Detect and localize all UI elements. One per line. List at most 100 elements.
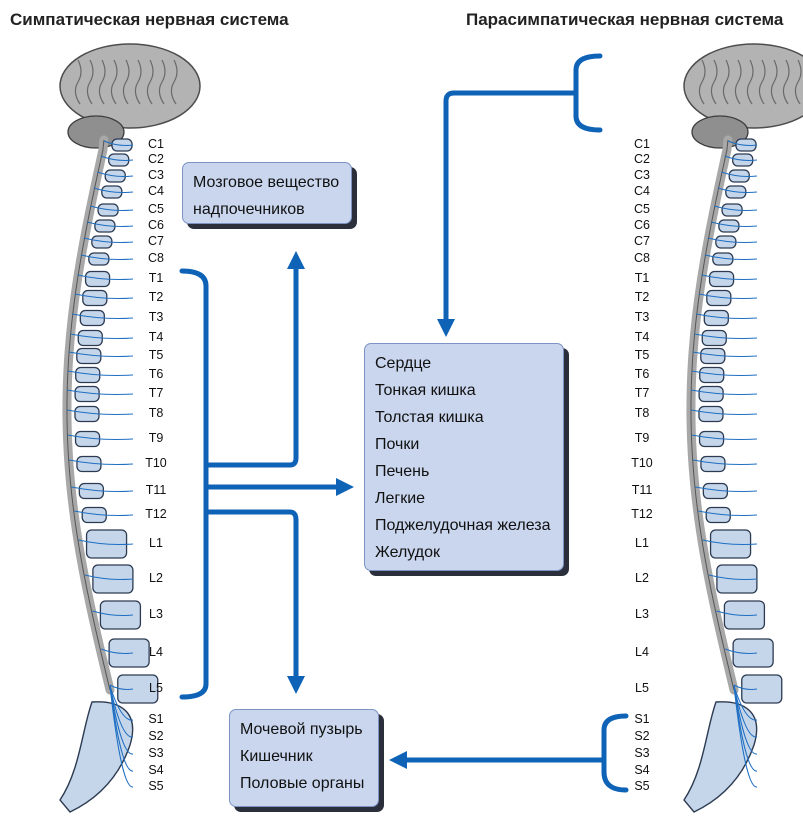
vertebra-label-t12: T12 [145,507,167,521]
brain-fold [110,59,118,105]
vertebra-label-c4: C4 [634,184,650,198]
vertebra-label-t7: T7 [634,386,650,400]
nerve-line [109,684,134,691]
nerve-line [716,610,758,617]
vertebra-label-t5: T5 [634,348,650,362]
arrow-cranial-to-organs [437,90,579,337]
brain-fold [782,59,790,105]
vertebra-label-c2: C2 [634,152,650,166]
brain-fold [710,59,718,105]
nerve-line [100,648,134,655]
pelvic-box: Мочевой пузырь Кишечник Половые органы [229,709,379,807]
nerve-line [727,140,758,147]
vertebra-label-c4: C4 [148,184,164,198]
nerve-line [83,237,134,244]
organ-item: Желудок [375,544,440,561]
vertebra-label-t11: T11 [631,483,653,497]
nerve-line [690,409,758,416]
nerve-line [701,274,758,281]
nerve-line [692,459,758,466]
nerve-line [70,333,134,340]
brain-fold [722,59,730,105]
vertebra-label-t2: T2 [634,290,650,304]
vertebra-label-c5: C5 [148,202,164,216]
nerve-line [92,610,134,617]
brain-fold [794,59,802,105]
vertebra-label-t12: T12 [631,507,653,521]
brain-fold [746,59,754,105]
title-sympathetic: Симпатическая нервная система [10,10,289,29]
organ-item: Толстая кишка [375,409,484,426]
nerve-line [696,313,758,320]
nerve-line [704,254,758,261]
vertebra-label-c1: C1 [148,137,164,151]
organ-item: Тонкая кишка [375,382,476,399]
vertebra-label-s1: S1 [148,712,164,726]
vertebra-label-t9: T9 [148,431,164,445]
nerve-line [698,293,758,300]
vertebra-label-c2: C2 [148,152,164,166]
adrenal-box: Мозговое вещество надпочечников [182,162,352,224]
brain-fold [98,59,106,105]
brain-icon [59,43,201,129]
nerve-line [89,205,134,212]
vertebra-label-l4: L4 [149,645,163,659]
organ-item: Сердце [375,355,432,372]
vertebra-label-s2: S2 [148,729,164,743]
vertebra-label-c6: C6 [634,218,650,232]
nerve-line [67,434,134,441]
brain-fold [146,59,154,105]
organ-item: Почки [375,436,420,453]
nerve-line [691,389,758,396]
cerebellum-icon [67,115,125,149]
vertebra-label-t1: T1 [148,271,164,285]
vertebra-label-t5: T5 [148,348,164,362]
vertebra-body [741,674,783,704]
vertebra-label-l1: L1 [149,536,163,550]
sacrum-icon [59,701,134,813]
nerve-line [733,684,758,691]
organ-item: Легкие [375,490,426,507]
nerve-line [67,370,134,377]
nerve-line [78,539,134,546]
nerve-line [80,254,134,261]
nerve-line [68,459,134,466]
pelvic-item: Половые органы [240,775,365,792]
organ-item: Поджелудочная железа [375,517,551,534]
vertebra-label-l2: L2 [149,571,163,585]
vertebra-label-c3: C3 [148,168,164,182]
vertebra-label-l5: L5 [635,681,649,695]
nerve-line [77,274,134,281]
vertebra-label-t4: T4 [148,330,164,344]
vertebra-label-t10: T10 [145,456,167,470]
vertebra-label-t7: T7 [148,386,164,400]
vertebra-label-s5: S5 [634,779,650,793]
nerve-line [74,293,134,300]
nerve-line [100,155,134,162]
vertebra-label-s5: S5 [148,779,164,793]
pelvic-item: Кишечник [240,748,313,765]
brain-fold [86,59,94,105]
vertebra-label-s3: S3 [148,746,164,760]
nerve-line [67,389,134,396]
vertebra-label-c5: C5 [634,202,650,216]
spine-right [683,43,803,813]
vertebra-body [117,674,159,704]
adrenal-line-1: Мозговое вещество [193,174,340,191]
nerve-line [694,333,758,340]
brain-fold [758,59,766,105]
nerve-line [71,486,134,493]
vertebra-label-t10: T10 [631,456,653,470]
vertebra-label-t9: T9 [634,431,650,445]
vertebra-label-s3: S3 [634,746,650,760]
vertebra-label-l2: L2 [635,571,649,585]
brain-fold [134,59,142,105]
brain-fold [698,59,706,105]
vertebra-label-t6: T6 [148,367,164,381]
arrow-to-pelvic [203,509,305,694]
vertebra-label-c8: C8 [148,251,164,265]
vertebra-label-t3: T3 [634,310,650,324]
brain-fold [734,59,742,105]
